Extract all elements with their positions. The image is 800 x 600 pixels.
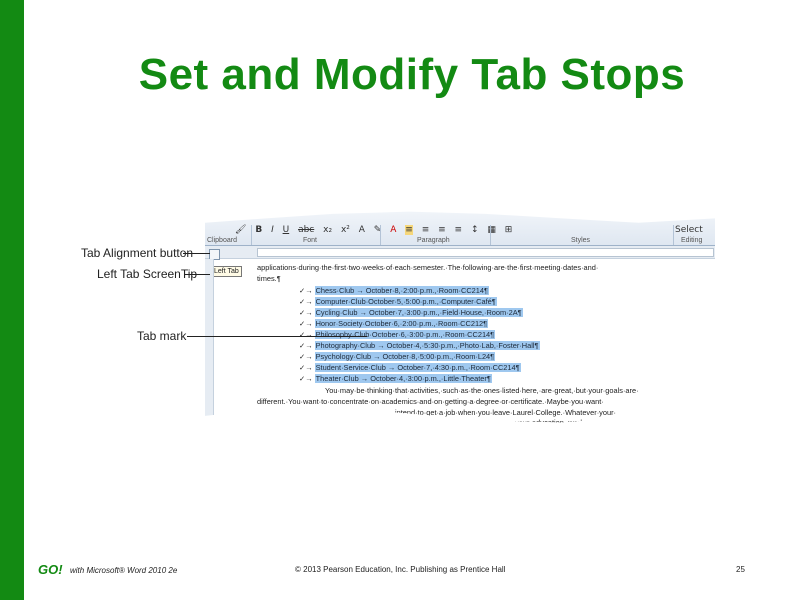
callout-leader-line <box>185 274 210 275</box>
ribbon-group-paragraph: Paragraph <box>417 237 450 244</box>
club-list-item: ✓→Philosophy·Club·October·6,·3:00·p.m.,·… <box>299 330 496 339</box>
left-tab-screentip: Left Tab <box>211 266 242 277</box>
club-list-item: ✓→Student·Service·Club → October·7,·4:30… <box>299 363 521 372</box>
ribbon-separator <box>380 225 381 245</box>
bold-icon[interactable]: B <box>255 225 263 235</box>
ribbon-group-font: Font <box>303 237 318 244</box>
left-tab-screentip-callout: Left Tab ScreenTip <box>97 267 198 281</box>
go-logo: GO! <box>38 562 63 577</box>
ribbon: 🖌 B I U abc x₂ x² A ✎ A ≡ ≡ ≡ ≡ ↕ ▦ ⊞ Se… <box>205 211 715 246</box>
copyright-text: © 2013 Pearson Education, Inc. Publishin… <box>295 565 506 574</box>
justify-icon[interactable]: ≡ <box>454 225 463 235</box>
slide-title: Set and Modify Tab Stops <box>138 50 686 99</box>
doc-intro-line: times.¶ <box>257 274 281 283</box>
superscript-icon[interactable]: x² <box>340 225 350 235</box>
doc-outro-line: intend·to·get·a·job·when·you·leave·Laure… <box>395 408 616 417</box>
italic-icon[interactable]: I <box>271 225 274 235</box>
callout-leader-line <box>183 253 210 254</box>
ribbon-group-styles: Styles <box>571 237 591 244</box>
ribbon-group-editing: Editing <box>681 237 703 244</box>
slide-accent-bar <box>0 0 24 600</box>
doc-outro-line: different.·You·want·to·concentrate·on·ac… <box>257 397 604 406</box>
align-center-icon[interactable]: ≡ <box>421 225 430 235</box>
word-screenshot: 🖌 B I U abc x₂ x² A ✎ A ≡ ≡ ≡ ≡ ↕ ▦ ⊞ Se… <box>205 211 715 427</box>
page-number: 25 <box>736 565 745 574</box>
borders-icon[interactable]: ⊞ <box>504 225 513 235</box>
font-color-icon[interactable]: A <box>390 225 397 235</box>
shading-icon[interactable]: ▦ <box>487 225 496 235</box>
club-list-item: ✓→Psychology·Club → October·8,·5:00·p.m.… <box>299 352 496 361</box>
doc-outro-line: You·may·be·thinking·that·activities,·suc… <box>325 386 639 395</box>
format-painter-icon[interactable]: 🖌 <box>235 225 247 235</box>
doc-intro-line: applications·during·the·first·two·weeks·… <box>257 263 599 272</box>
series-name: with Microsoft® Word 2010 2e <box>70 566 178 575</box>
highlight-icon[interactable]: ✎ <box>373 225 382 235</box>
select-button[interactable]: Select <box>675 225 703 235</box>
align-left-icon[interactable]: ≡ <box>405 225 413 235</box>
tab-mark-callout: Tab mark <box>137 329 187 343</box>
club-list-item: ✓→Photography·Club → October·4,·5:30·p.m… <box>299 341 540 350</box>
club-list-item: ✓→Honor·Society·October·6,·2:00·p.m.,·Ro… <box>299 319 489 328</box>
ribbon-separator <box>251 225 252 245</box>
subscript-icon[interactable]: x₂ <box>323 225 333 235</box>
club-list-item: ✓→Theater·Club → October·4,·3:00·p.m.,·L… <box>299 374 492 383</box>
underline-icon[interactable]: U <box>282 225 290 235</box>
ribbon-separator <box>673 225 674 245</box>
align-right-icon[interactable]: ≡ <box>438 225 446 235</box>
callout-leader-line <box>187 336 367 337</box>
vertical-ruler <box>205 259 214 423</box>
club-list-item: ✓→Chess·Club → October·8,·2:00·p.m.,·Roo… <box>299 286 489 295</box>
line-spacing-icon[interactable]: ↕ <box>470 225 479 235</box>
ribbon-separator <box>490 225 491 245</box>
doc-outro-line: your·education,·work·experience,·and· <box>515 418 642 427</box>
ribbon-group-clipboard: Clipboard <box>207 237 237 244</box>
club-list-item: ✓→Cycling·Club → October·7,·3:00·p.m.,·F… <box>299 308 523 317</box>
font-toolbar: 🖌 B I U abc x₂ x² A ✎ A ≡ ≡ ≡ ≡ ↕ ▦ ⊞ Se… <box>235 225 703 235</box>
tab-alignment-button[interactable] <box>209 249 220 260</box>
horizontal-ruler[interactable] <box>205 246 715 259</box>
tab-alignment-button-callout: Tab Alignment button <box>81 246 194 260</box>
strikethrough-icon[interactable]: abc <box>298 225 315 235</box>
club-list-item: ✓→Computer·Club·October·5,·5:00·p.m.,·Co… <box>299 297 497 306</box>
text-effects-icon[interactable]: A <box>358 225 365 235</box>
